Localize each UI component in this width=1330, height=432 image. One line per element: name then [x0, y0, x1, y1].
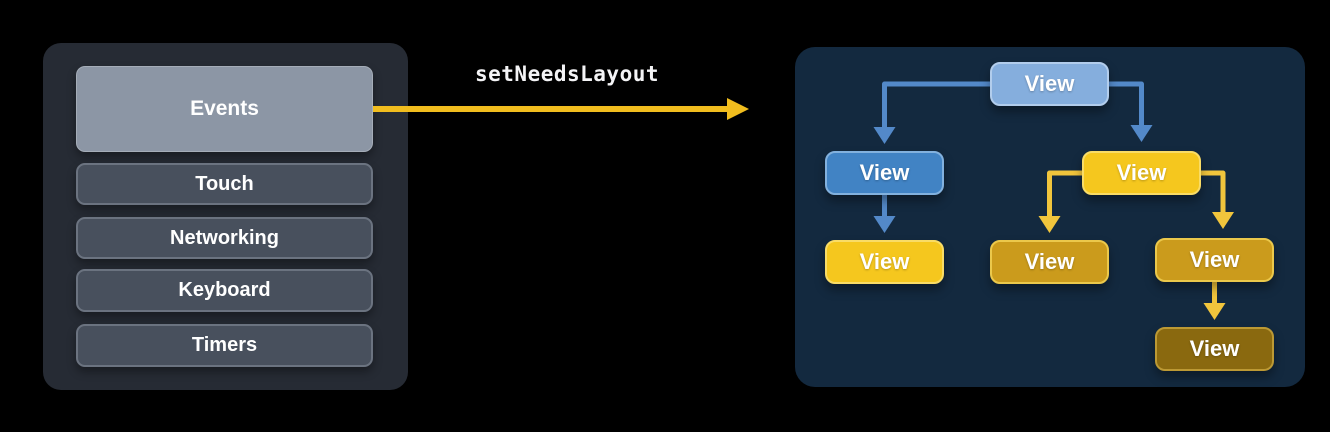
setneedslayout-label: setNeedsLayout: [474, 62, 660, 86]
tree-edges: [873, 81, 1234, 320]
item-networking-label: Networking: [170, 226, 279, 249]
view-node-right-child: View: [1082, 151, 1201, 195]
setneedslayout-arrowhead: [727, 98, 749, 120]
view-node-left-child: View: [825, 151, 944, 195]
event-sources-panel: Events Touch Networking Keyboard Timers: [43, 43, 408, 390]
item-keyboard-label: Keyboard: [178, 279, 271, 301]
events-box: Events: [76, 66, 373, 152]
item-box-touch: Touch: [76, 163, 373, 205]
item-touch-label: Touch: [195, 172, 254, 195]
events-box-label: Events: [190, 97, 259, 120]
view-node-leaf-2: View: [990, 240, 1109, 284]
item-box-timers: Timers: [76, 324, 373, 367]
edge-left-child-to-leaf-1: [873, 195, 896, 233]
edge-right-child-to-leaf-3: [1201, 170, 1234, 229]
edge-root-to-left-child: [873, 81, 990, 144]
view-node-root: View: [990, 62, 1109, 106]
item-box-keyboard: Keyboard: [76, 269, 373, 312]
view-node-leaf-1: View: [825, 240, 944, 284]
edge-leaf-3-to-leaf-4: [1203, 281, 1226, 320]
view-hierarchy-panel: View View View View View View View: [795, 47, 1305, 387]
item-box-networking: Networking: [76, 217, 373, 259]
view-node-leaf-4: View: [1155, 327, 1274, 371]
view-node-leaf-3: View: [1155, 238, 1274, 282]
edge-root-to-right-child: [1109, 81, 1153, 142]
edge-right-child-to-leaf-2: [1038, 170, 1082, 233]
item-timers-label: Timers: [191, 334, 258, 356]
